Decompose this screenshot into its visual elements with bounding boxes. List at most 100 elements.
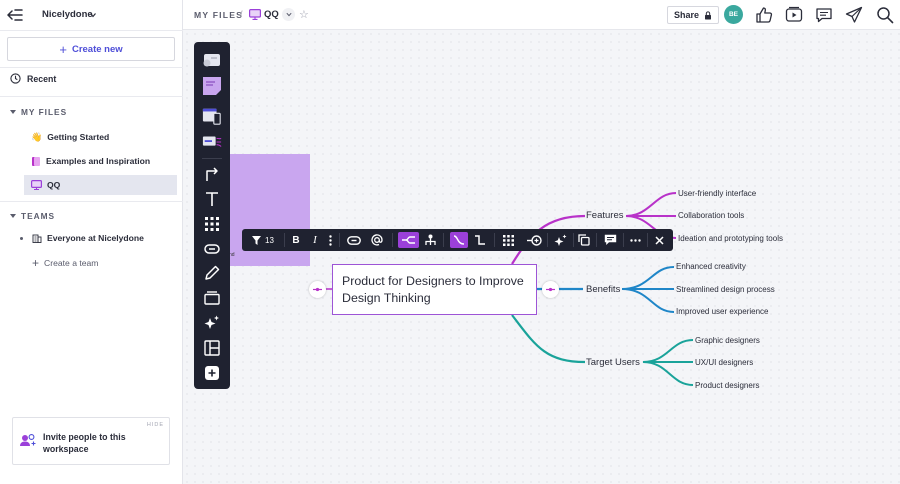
board-canvas[interactable]: nd — [183, 30, 900, 484]
italic-icon: I — [313, 234, 317, 246]
ai-tool[interactable] — [202, 313, 222, 333]
create-team-label: Create a team — [44, 258, 99, 268]
close-toolbar-button[interactable] — [652, 232, 666, 248]
bold-icon: B — [292, 234, 300, 246]
lock-icon — [705, 10, 711, 19]
mindmap-root-node[interactable]: Product for Designers to Improve Design … — [332, 264, 537, 315]
mindmap-layout-button[interactable] — [398, 232, 419, 248]
connector-handle-icon — [546, 287, 555, 292]
font-size-control[interactable]: 13 — [248, 232, 278, 248]
add-people-icon — [20, 434, 36, 446]
top-bar: MY FILES / QQ ☆ Share BE — [183, 0, 900, 30]
mindmap-branch-target-users[interactable]: Target Users — [586, 357, 640, 368]
mindmap-branch-benefits[interactable]: Benefits — [586, 284, 621, 295]
italic-button[interactable]: I — [308, 232, 322, 248]
connection-line-tool[interactable] — [202, 164, 222, 184]
connector-handle-icon — [313, 287, 322, 292]
team-item-everyone[interactable]: Everyone at Nicelydone — [20, 233, 144, 243]
create-team-button[interactable]: + Create a team — [32, 257, 98, 269]
add-node-handle-right[interactable] — [542, 281, 559, 298]
recent-link[interactable]: Recent — [10, 73, 56, 84]
hide-invite-button[interactable]: HIDE — [146, 422, 164, 428]
comment-icon[interactable] — [815, 6, 833, 24]
mindmap-leaf[interactable]: Graphic designers — [695, 336, 760, 345]
mention-button[interactable] — [370, 232, 384, 248]
mindmap-leaf[interactable]: Ideation and prototyping tools — [678, 234, 783, 243]
curved-branch-button[interactable] — [450, 232, 468, 248]
chevron-down-icon[interactable] — [90, 12, 96, 18]
team-item-label: Everyone at Nicelydone — [47, 233, 144, 243]
avatar[interactable]: BE — [724, 5, 743, 24]
plus-square-icon — [205, 366, 219, 380]
mindmap-leaf[interactable]: Collaboration tools — [678, 211, 745, 220]
file-item-examples[interactable]: Examples and Inspiration — [24, 151, 177, 171]
file-item-label: Getting Started — [47, 132, 110, 142]
mindmap-leaf[interactable]: Improved user experience — [676, 307, 769, 316]
bold-button[interactable]: B — [289, 232, 303, 248]
my-files-section-toggle[interactable]: MY FILES — [10, 107, 67, 117]
at-sign-icon — [371, 234, 383, 246]
add-node-icon — [526, 234, 542, 246]
link-button[interactable] — [345, 232, 363, 248]
mindmap-leaf[interactable]: Product designers — [695, 381, 760, 390]
more-tools-button[interactable] — [202, 363, 222, 383]
create-new-button[interactable]: + Create new — [7, 37, 175, 61]
copy-icon — [578, 234, 590, 246]
mindmap-leaf[interactable]: User-friendly interface — [678, 189, 757, 198]
org-chart-layout-button[interactable] — [423, 232, 437, 248]
bullet-icon — [20, 236, 23, 240]
search-icon[interactable] — [876, 6, 894, 24]
pen-icon — [205, 265, 220, 280]
ai-assist-button[interactable] — [552, 232, 568, 248]
workspace-name[interactable]: Nicelydone — [42, 9, 93, 20]
pen-tool[interactable] — [202, 263, 222, 283]
building-icon — [32, 234, 42, 243]
breadcrumb-my-files[interactable]: MY FILES — [194, 10, 244, 20]
layout-tool[interactable] — [202, 338, 222, 358]
teams-heading: TEAMS — [21, 211, 56, 221]
grid-tool[interactable] — [202, 214, 222, 234]
cards-icon — [202, 136, 222, 147]
board-menu-button[interactable] — [282, 8, 295, 21]
more-text-options-button[interactable] — [326, 232, 334, 248]
invite-card[interactable]: HIDE Invite people to this workspace — [12, 417, 170, 465]
thumbs-up-icon[interactable] — [755, 6, 773, 24]
add-node-handle-left[interactable] — [309, 281, 326, 298]
frames-tool[interactable] — [202, 106, 222, 126]
file-item-qq[interactable]: QQ — [24, 175, 177, 195]
mindmap-branch-features[interactable]: Features — [586, 210, 624, 221]
layout-icon — [204, 340, 220, 356]
sparkles-icon — [554, 234, 566, 246]
sparkles-icon — [204, 315, 219, 329]
text-icon — [206, 192, 218, 206]
cards-tool[interactable] — [202, 132, 222, 152]
teams-section-toggle[interactable]: TEAMS — [10, 211, 55, 221]
sticky-note-tool[interactable] — [202, 76, 222, 96]
sidebar-header: Nicelydone — [0, 0, 183, 30]
more-options-button[interactable] — [628, 232, 642, 248]
grid-button[interactable] — [500, 232, 516, 248]
column-tool[interactable] — [202, 288, 222, 308]
link-icon — [347, 235, 361, 245]
send-icon[interactable] — [845, 6, 863, 24]
star-icon[interactable]: ☆ — [299, 9, 309, 21]
comment-button[interactable] — [601, 232, 619, 248]
templates-tool[interactable] — [202, 50, 222, 70]
video-presentation-icon[interactable] — [785, 6, 803, 24]
wave-emoji-icon: 👋 — [31, 131, 43, 142]
text-tool[interactable] — [202, 189, 222, 209]
board-title[interactable]: QQ — [264, 9, 279, 20]
add-child-node-button[interactable] — [525, 232, 543, 248]
mindmap-leaf[interactable]: Streamlined design process — [676, 285, 775, 294]
grid-icon — [205, 217, 219, 231]
link-tool[interactable] — [202, 239, 222, 259]
duplicate-button[interactable] — [576, 232, 592, 248]
mindmap-leaf[interactable]: UX/UI designers — [695, 358, 754, 367]
mindmap-leaf[interactable]: Enhanced creativity — [676, 262, 746, 271]
elbow-branch-button[interactable] — [472, 232, 488, 248]
collapse-sidebar-icon[interactable] — [7, 8, 23, 22]
file-item-getting-started[interactable]: 👋 Getting Started — [24, 127, 177, 147]
templates-icon — [203, 54, 220, 67]
my-files-heading: MY FILES — [21, 107, 68, 117]
share-button[interactable]: Share — [667, 6, 719, 24]
